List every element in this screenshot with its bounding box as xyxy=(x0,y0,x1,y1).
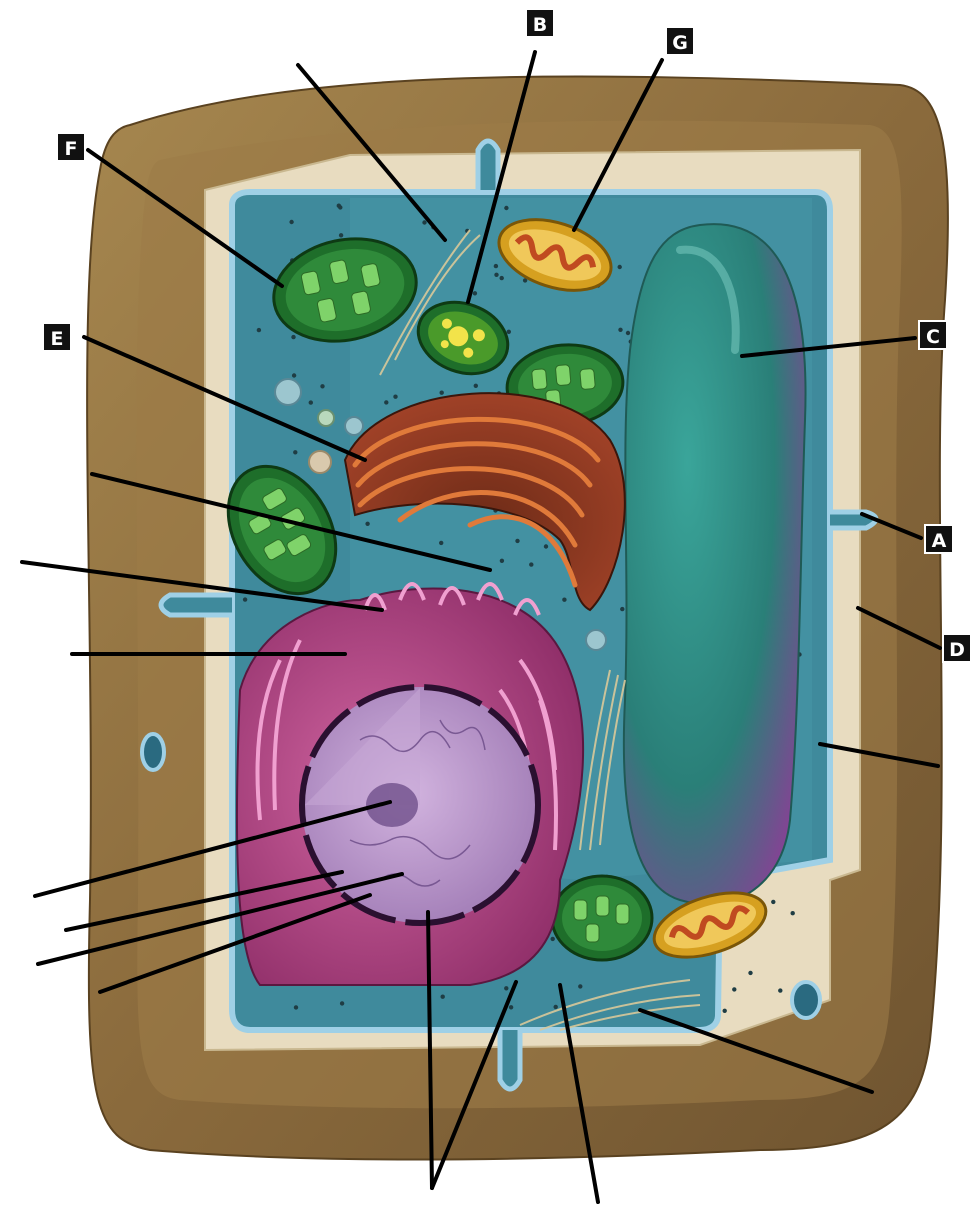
ribosome-dot xyxy=(309,400,313,404)
plasmodesma-top xyxy=(478,141,498,190)
ribosome-dot xyxy=(338,205,342,209)
ribosome-dot xyxy=(509,1005,513,1009)
ribosome-dot xyxy=(292,373,296,377)
ribosome-dot xyxy=(500,276,504,280)
ribosome-dot xyxy=(529,562,533,566)
ribosome-dot xyxy=(791,911,795,915)
ribosome-dot xyxy=(732,987,736,991)
ribosome-dot xyxy=(494,273,498,277)
label-g: G xyxy=(665,26,695,56)
ribosome-dot xyxy=(340,1001,344,1005)
ribosome-dot xyxy=(440,391,444,395)
ribosome-dot xyxy=(441,995,445,999)
central-vacuole xyxy=(624,224,806,904)
ribosome-dot xyxy=(473,291,477,295)
ribosome-dot xyxy=(554,1005,558,1009)
label-a: A xyxy=(924,524,954,554)
ribosome-dot xyxy=(291,335,295,339)
ribosome-dot xyxy=(474,384,478,388)
ribosome-dot xyxy=(578,984,582,988)
wall-pit-left xyxy=(142,734,164,770)
nucleus xyxy=(302,687,538,923)
ribosome-dot xyxy=(748,971,752,975)
plasmodesma-right xyxy=(830,512,876,528)
ribosome-dot xyxy=(507,330,511,334)
ribosome-dot xyxy=(504,206,508,210)
ribosome-dot xyxy=(504,986,508,990)
label-e: E xyxy=(42,322,72,352)
ribosome-dot xyxy=(294,1005,298,1009)
ribosome-dot xyxy=(243,597,247,601)
ribosome-dot xyxy=(422,220,426,224)
ribosome-dot xyxy=(551,937,555,941)
ribosome-dot xyxy=(289,220,293,224)
ribosome-dot xyxy=(620,607,624,611)
plasmodesma-left xyxy=(161,595,232,615)
label-f: F xyxy=(56,132,86,162)
chloroplast-bottom xyxy=(552,876,652,960)
ribosome-dot xyxy=(439,541,443,545)
ribosome-dot xyxy=(626,331,630,335)
ribosome-dot xyxy=(562,598,566,602)
ribosome-dot xyxy=(778,988,782,992)
wall-pit-right xyxy=(792,982,820,1018)
ribosome-dot xyxy=(384,400,388,404)
ribosome-dot xyxy=(771,900,775,904)
ribosome-dot xyxy=(393,395,397,399)
ribosome-dot xyxy=(320,384,324,388)
label-c: C xyxy=(918,320,948,350)
ribosome-dot xyxy=(618,265,622,269)
ribosome-dot xyxy=(544,544,548,548)
ribosome-dot xyxy=(339,233,343,237)
ribosome-dot xyxy=(500,559,504,563)
ribosome-dot xyxy=(494,264,498,268)
ribosome-dot xyxy=(515,539,519,543)
ribosome-dot xyxy=(365,522,369,526)
plasmodesma-bottom xyxy=(500,1030,520,1089)
label-d: D xyxy=(942,633,971,663)
ribosome-dot xyxy=(257,328,261,332)
ribosome-dot xyxy=(618,328,622,332)
label-b: B xyxy=(525,8,555,38)
ribosome-dot xyxy=(723,1009,727,1013)
ribosome-dot xyxy=(293,450,297,454)
